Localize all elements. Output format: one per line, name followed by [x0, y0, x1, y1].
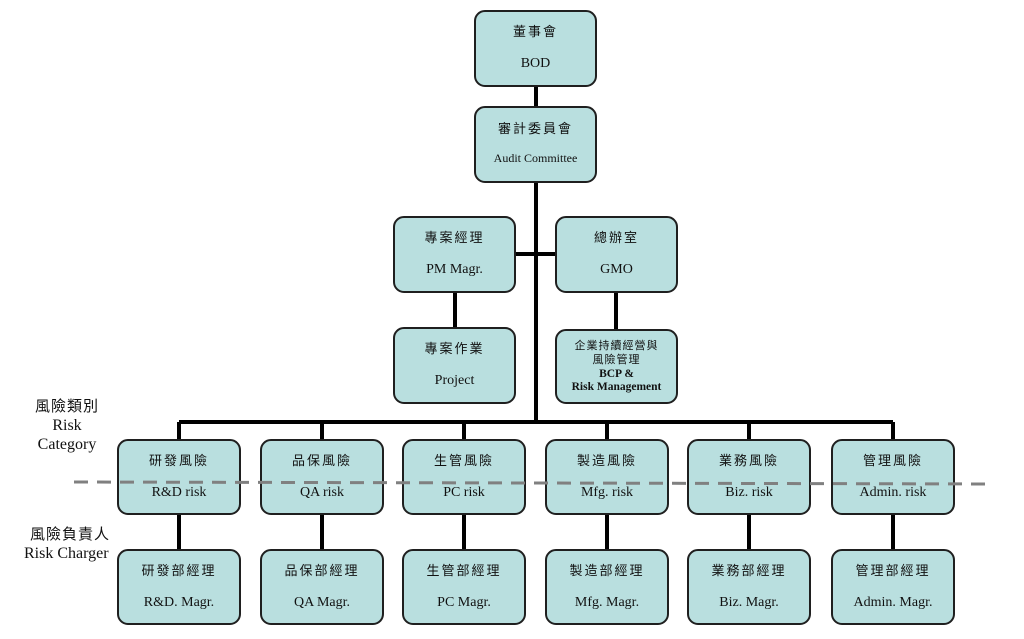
risk-charger-4: 製造部經理 Mfg. Magr.	[545, 549, 669, 625]
risk-charger-zh: 品保部經理	[284, 563, 360, 579]
risk-charger-en: PC Magr.	[437, 594, 491, 610]
side-label-risk-charger: 風險負責人 Risk Charger	[24, 525, 140, 563]
node-bcp-en-line1: BCP &	[599, 368, 634, 380]
risk-charger-zh: 研發部經理	[141, 563, 217, 579]
risk-category-en: Biz. risk	[725, 484, 773, 500]
risk-charger-zh: 製造部經理	[569, 563, 645, 579]
risk-charger-2: 品保部經理 QA Magr.	[260, 549, 384, 625]
node-gmo-en: GMO	[600, 262, 633, 277]
risk-category-2: 品保風險 QA risk	[260, 439, 384, 515]
risk-charger-zh: 管理部經理	[855, 563, 931, 579]
risk-category-zh: 業務風險	[718, 453, 779, 469]
node-bod-zh: 董事會	[512, 25, 558, 40]
side-label-category-en1: Risk	[52, 417, 82, 434]
node-audit-zh: 審計委員會	[497, 122, 573, 137]
node-project: 專案作業 Project	[393, 327, 516, 404]
node-pm-en: PM Magr.	[426, 262, 483, 277]
risk-category-1: 研發風險 R&D risk	[117, 439, 241, 515]
node-bcp-risk-management: 企業持續經營與 風險管理 BCP & Risk Management	[555, 329, 678, 404]
risk-category-en: R&D risk	[151, 484, 207, 500]
node-bcp-en-line2: Risk Management	[571, 381, 662, 393]
risk-charger-en: Biz. Magr.	[719, 594, 779, 610]
node-bcp-zh-line2: 風險管理	[592, 353, 641, 366]
node-bcp-zh-line1: 企業持續經營與	[574, 339, 659, 352]
risk-category-6: 管理風險 Admin. risk	[831, 439, 955, 515]
risk-charger-en: Mfg. Magr.	[574, 594, 640, 610]
node-pm-manager: 專案經理 PM Magr.	[393, 216, 516, 293]
node-bod-en: BOD	[520, 56, 551, 71]
risk-charger-5: 業務部經理 Biz. Magr.	[687, 549, 811, 625]
risk-category-zh: 製造風險	[576, 453, 637, 469]
side-label-risk-category: 風險類別 Risk Category	[24, 397, 110, 454]
risk-category-zh: 管理風險	[862, 453, 923, 469]
node-audit-committee: 審計委員會 Audit Committee	[474, 106, 597, 183]
side-label-category-en2: Category	[37, 436, 97, 453]
risk-charger-1: 研發部經理 R&D. Magr.	[117, 549, 241, 625]
risk-charger-6: 管理部經理 Admin. Magr.	[831, 549, 955, 625]
node-pm-zh: 專案經理	[424, 231, 485, 246]
risk-category-zh: 研發風險	[148, 453, 209, 469]
node-project-zh: 專案作業	[424, 342, 485, 357]
risk-category-4: 製造風險 Mfg. risk	[545, 439, 669, 515]
risk-charger-zh: 生管部經理	[426, 563, 502, 579]
risk-category-3: 生管風險 PC risk	[402, 439, 526, 515]
node-gmo: 總辦室 GMO	[555, 216, 678, 293]
risk-charger-zh: 業務部經理	[711, 563, 787, 579]
side-label-charger-en: Risk Charger	[24, 545, 109, 562]
node-project-en: Project	[434, 373, 475, 388]
risk-category-zh: 品保風險	[291, 453, 352, 469]
risk-category-5: 業務風險 Biz. risk	[687, 439, 811, 515]
risk-category-en: Admin. risk	[859, 484, 927, 500]
side-label-charger-zh: 風險負責人	[30, 525, 111, 543]
risk-category-zh: 生管風險	[433, 453, 494, 469]
dashed-divider	[73, 480, 994, 486]
org-connectors	[177, 86, 895, 550]
node-gmo-zh: 總辦室	[593, 231, 639, 246]
risk-charger-en: R&D. Magr.	[143, 594, 215, 610]
risk-charger-en: QA Magr.	[294, 594, 350, 610]
risk-category-en: QA risk	[300, 484, 344, 500]
risk-category-en: Mfg. risk	[580, 484, 634, 500]
risk-category-en: PC risk	[443, 484, 485, 500]
node-bod: 董事會 BOD	[474, 10, 597, 87]
risk-charger-3: 生管部經理 PC Magr.	[402, 549, 526, 625]
node-audit-en: Audit Committee	[493, 151, 578, 165]
risk-charger-en: Admin. Magr.	[853, 594, 933, 610]
side-label-category-zh: 風險類別	[34, 397, 99, 415]
